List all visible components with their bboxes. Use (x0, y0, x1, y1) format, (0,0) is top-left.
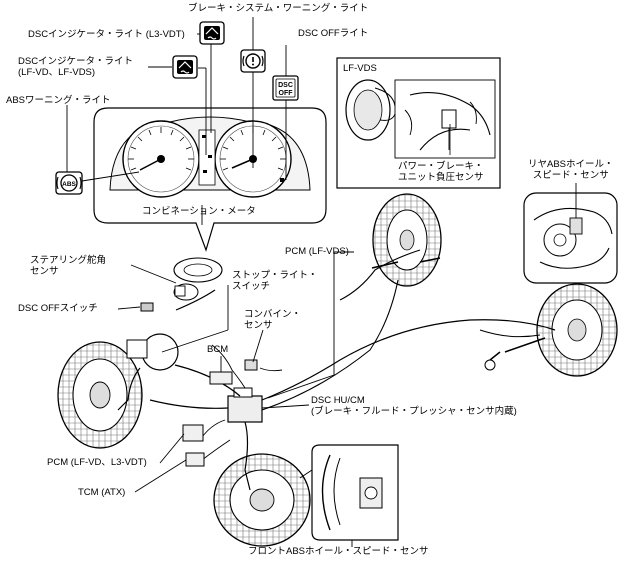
rear-abs-sensor-label-line2: スピード・センサ (532, 170, 609, 181)
tcm-module (185, 452, 205, 467)
tcm-label: TCM (ATX) (78, 487, 126, 498)
dsc-indicator-lf-label-line2: (LF-VD、LF-VDS) (18, 67, 96, 78)
dsc-indicator-lf-icon (172, 55, 198, 79)
svg-text:ABS: ABS (62, 181, 76, 188)
front-abs-inset (299, 444, 399, 541)
dsc-off-switch (140, 302, 154, 312)
pcm-lf-vd-label: PCM (LF-VD、L3-VDT) (47, 457, 147, 468)
leader-lines (66, 17, 287, 182)
svg-text:OFF: OFF (279, 90, 294, 97)
dsc-off-icon: DSC OFF (272, 75, 299, 101)
bcm-label: BCM (207, 344, 229, 355)
abs-warning-label: ABSワーニング・ライト (6, 95, 111, 106)
brake-warning-icon (240, 49, 266, 73)
brake-warning-label: ブレーキ・システム・ワーニング・ライト (188, 3, 369, 14)
combine-sensor-label-line2: センサ (244, 320, 273, 331)
power-brake-sensor-label-line1: パワー・ブレーキ・ (398, 161, 484, 172)
dsc-hu-cm-label-line2: (ブレーキ・フルード・プレッシャ・センサ内蔵) (311, 406, 517, 417)
dsc-hu-cm-label-line1: DSC HU/CM (311, 395, 365, 406)
power-brake-sensor-label-line2: ユニット負圧センサ (398, 172, 484, 183)
rear-abs-inset (523, 183, 618, 284)
combine-sensor (244, 359, 258, 371)
dsc-indicator-lf-label: DSCインジケータ・ライト (LF-VD、LF-VDS) (18, 56, 133, 78)
steering-angle-sensor-label: ステアリング舵角 センサ (30, 255, 106, 277)
dsc-indicator-lf-label-line1: DSCインジケータ・ライト (18, 56, 134, 67)
dsc-indicator-l3-label: DSCインジケータ・ライト (L3-VDT) (28, 29, 185, 40)
abs-warning-icon: ABS (55, 171, 83, 195)
power-brake-sensor-label: パワー・ブレーキ・ ユニット負圧センサ (398, 161, 484, 183)
rear-abs-sensor-label: リヤABSホイール・ スピード・センサ (528, 159, 614, 181)
inset-title-label: LF-VDS (343, 63, 377, 74)
stop-light-switch-label-line1: ストップ・ライト・ (232, 270, 318, 281)
rear-abs-sensor-label-line1: リヤABSホイール・ (528, 159, 614, 170)
combination-meter-label: コンビネーション・メータ (142, 206, 256, 217)
steering-angle-sensor-label-line1: ステアリング舵角 (30, 255, 107, 266)
bcm-module (209, 371, 233, 385)
pcm-lf-vds-label: PCM (LF-VDS) (285, 246, 349, 257)
dsc-hu-cm-label: DSC HU/CM (ブレーキ・フルード・プレッシャ・センサ内蔵) (311, 395, 517, 417)
lf-vds-inset (336, 57, 501, 189)
front-abs-sensor-label: フロントABSホイール・スピード・センサ (248, 546, 429, 557)
vehicle-chassis (57, 193, 618, 547)
combine-sensor-label: コンバイン・ センサ (244, 309, 301, 331)
dsc-off-light-label: DSC OFFライト (298, 28, 369, 39)
combination-meter-callout (93, 107, 327, 252)
steering-angle-sensor (173, 257, 223, 301)
svg-text:DSC: DSC (278, 82, 293, 89)
steering-angle-sensor-label-line2: センサ (30, 266, 59, 277)
dsc-off-switch-label: DSC OFFスイッチ (18, 303, 98, 314)
stop-light-switch-label-line2: スイッチ (232, 281, 271, 292)
stop-light-switch-label: ストップ・ライト・ スイッチ (232, 270, 318, 292)
combine-sensor-label-line1: コンバイン・ (244, 309, 302, 320)
dsc-indicator-l3-icon (199, 21, 225, 45)
pcm-module (182, 424, 204, 442)
